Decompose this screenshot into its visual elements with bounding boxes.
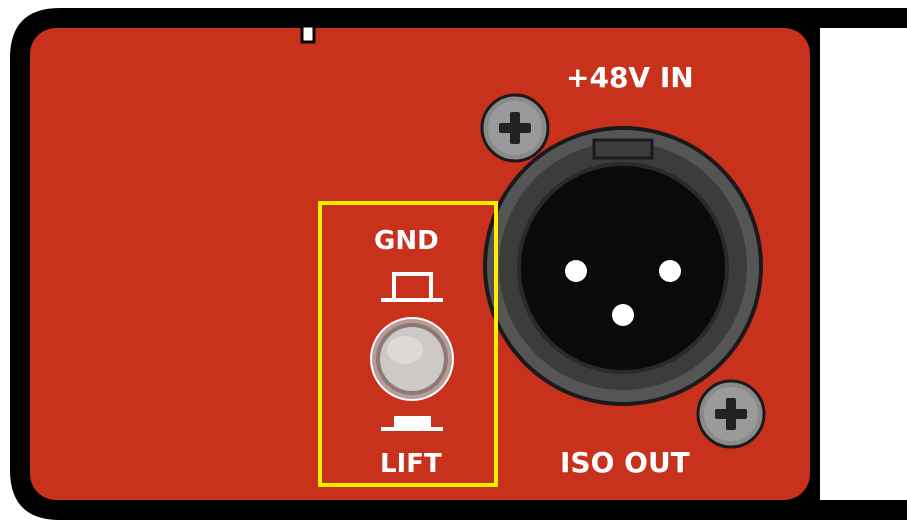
ground-label: GND [374,226,439,256]
ground-lift-switch[interactable] [371,318,453,400]
panel-notch [300,24,316,44]
ground-lift-button[interactable] [370,317,454,401]
switch-up-position-icon [381,272,443,302]
screw-top-icon [480,93,550,163]
screw-bottom-icon [696,379,766,449]
switch-down-position-icon [381,416,443,431]
iso-out-label: ISO OUT [560,446,690,479]
phantom-power-label: +48V IN [566,61,694,94]
xlr-connector-icon [483,126,763,406]
ground-lift-highlight [318,201,498,487]
lift-label: LIFT [380,449,442,479]
